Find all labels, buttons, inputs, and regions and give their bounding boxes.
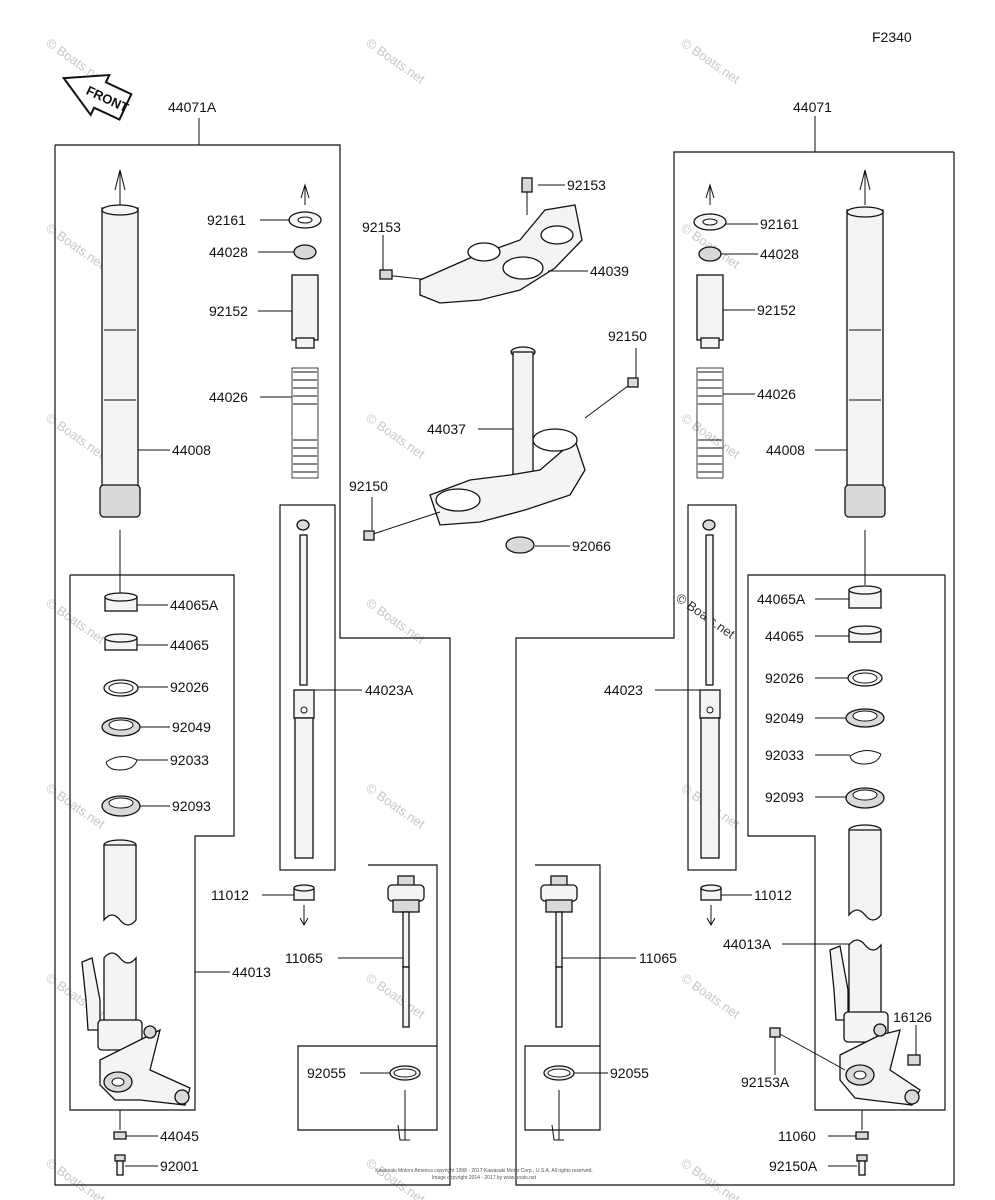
label-11012-right: 11012 bbox=[754, 887, 792, 903]
svg-text:© Boats.net: © Boats.net bbox=[363, 35, 428, 87]
svg-text:© Boats.net: © Boats.net bbox=[363, 970, 428, 1022]
label-92093-left: 92093 bbox=[172, 798, 211, 814]
label-44071A: 44071A bbox=[168, 99, 217, 115]
label-44023A: 44023A bbox=[365, 682, 414, 698]
svg-text:© Boats.net: © Boats.net bbox=[43, 1155, 108, 1200]
label-44065A-right: 44065A bbox=[757, 591, 806, 607]
label-44065A-left: 44065A bbox=[170, 597, 219, 613]
copyright-line-2: Image copyright 2014 - 2017 by www.boats… bbox=[432, 1175, 537, 1181]
svg-text:© Boats.net: © Boats.net bbox=[43, 595, 108, 647]
label-44026-right: 44026 bbox=[757, 386, 796, 402]
label-92026-left: 92026 bbox=[170, 679, 209, 695]
subgroup-outline-right-11065 bbox=[524, 864, 601, 1131]
fork-cap-11065-right bbox=[540, 875, 578, 1141]
label-44008-left: 44008 bbox=[172, 442, 211, 458]
outer-tube-right bbox=[844, 169, 886, 518]
diagram-code: F2340 bbox=[872, 29, 912, 45]
label-11065-right: 11065 bbox=[639, 950, 677, 966]
label-44065-left: 44065 bbox=[170, 637, 209, 653]
bushing-11012-right bbox=[700, 884, 722, 927]
label-92150-left: 92150 bbox=[349, 478, 388, 494]
svg-text:© Boats.net: © Boats.net bbox=[678, 970, 743, 1022]
svg-text:© Boats.net: © Boats.net bbox=[678, 1155, 743, 1200]
label-92055-left: 92055 bbox=[307, 1065, 346, 1081]
label-16126: 16126 bbox=[893, 1009, 932, 1025]
spring-column-right bbox=[693, 183, 727, 479]
damper-cartridge-right bbox=[699, 519, 721, 859]
svg-text:© Boats.net: © Boats.net bbox=[363, 780, 428, 832]
spring-column-left bbox=[288, 183, 322, 479]
subgroup-outline-44023 bbox=[687, 504, 737, 871]
label-44071: 44071 bbox=[793, 99, 832, 115]
bolt-92150a bbox=[856, 1154, 868, 1176]
svg-text:© Boats.net: © Boats.net bbox=[363, 595, 428, 647]
svg-text:© Boats.net: © Boats.net bbox=[678, 410, 743, 462]
label-44037: 44037 bbox=[427, 421, 466, 437]
watermark-layer: © Boats.net © Boats.net © Boats.net © Bo… bbox=[43, 35, 743, 1200]
label-44028-right: 44028 bbox=[760, 246, 799, 262]
label-44028-left: 44028 bbox=[209, 244, 248, 260]
subgroup-outline-left-seals bbox=[69, 574, 235, 1111]
label-92049-left: 92049 bbox=[172, 719, 211, 735]
svg-text:© Boats.net: © Boats.net bbox=[43, 410, 108, 462]
copyright-line-1: Kawasaki Motors America copyright 1998 -… bbox=[375, 1168, 593, 1174]
label-92033-right: 92033 bbox=[765, 747, 804, 763]
bolt-92001 bbox=[114, 1154, 126, 1176]
label-11060: 11060 bbox=[778, 1128, 816, 1144]
label-92049-right: 92049 bbox=[765, 710, 804, 726]
front-arrow-icon: FRONT bbox=[61, 73, 133, 121]
svg-text:© Boats.net: © Boats.net bbox=[678, 35, 743, 87]
label-92161-right: 92161 bbox=[760, 216, 799, 232]
label-11065-left: 11065 bbox=[285, 950, 323, 966]
label-44039: 44039 bbox=[590, 263, 629, 279]
subgroup-outline-right-seals bbox=[747, 574, 946, 1111]
label-92153-top: 92153 bbox=[567, 177, 606, 193]
label-92033-left: 92033 bbox=[170, 752, 209, 768]
label-92001: 92001 bbox=[160, 1158, 199, 1174]
label-44026-left: 44026 bbox=[209, 389, 248, 405]
assembly-outline-44071 bbox=[515, 151, 955, 1186]
label-92093-right: 92093 bbox=[765, 789, 804, 805]
inner-tube-right bbox=[829, 824, 921, 1106]
svg-text:© Boats.net: © Boats.net bbox=[363, 410, 428, 462]
outer-tube-left bbox=[99, 169, 141, 518]
svg-text:© Boats.net: © Boats.net bbox=[43, 780, 108, 832]
label-44065-right: 44065 bbox=[765, 628, 804, 644]
label-44013: 44013 bbox=[232, 964, 271, 980]
label-92066: 92066 bbox=[572, 538, 611, 554]
bushing-11012-left bbox=[293, 884, 315, 927]
assembly-outline-44071a bbox=[54, 144, 451, 1186]
label-92153-mid: 92153 bbox=[362, 219, 401, 235]
label-92152-right: 92152 bbox=[757, 302, 796, 318]
label-92161-left: 92161 bbox=[207, 212, 246, 228]
label-92150A: 92150A bbox=[769, 1158, 818, 1174]
label-11012-left: 11012 bbox=[211, 887, 249, 903]
label-92026-right: 92026 bbox=[765, 670, 804, 686]
lower-triple-clamp bbox=[363, 346, 639, 554]
label-44013A: 44013A bbox=[723, 936, 772, 952]
label-92150-top: 92150 bbox=[608, 328, 647, 344]
label-44023: 44023 bbox=[604, 682, 643, 698]
fork-cap-11065-left bbox=[387, 875, 425, 1141]
svg-text:© Boats.net: © Boats.net bbox=[363, 1155, 428, 1200]
upper-triple-clamp bbox=[379, 177, 583, 304]
damper-cartridge-left bbox=[293, 519, 315, 859]
label-44008-right: 44008 bbox=[766, 442, 805, 458]
subgroup-outline-44023a bbox=[279, 504, 336, 871]
bolt-92153a bbox=[769, 1027, 846, 1071]
subgroup-outline-left-11065 bbox=[297, 864, 438, 1131]
seal-stack-right bbox=[845, 585, 885, 809]
bolt-16126 bbox=[907, 1054, 921, 1066]
seal-stack-left bbox=[101, 592, 141, 817]
label-44045: 44045 bbox=[160, 1128, 199, 1144]
inner-tube-left bbox=[81, 839, 191, 1106]
label-92152-left: 92152 bbox=[209, 303, 248, 319]
label-92055-right: 92055 bbox=[610, 1065, 649, 1081]
label-92153A: 92153A bbox=[741, 1074, 790, 1090]
svg-text:© Boats.net: © Boats.net bbox=[43, 220, 108, 272]
